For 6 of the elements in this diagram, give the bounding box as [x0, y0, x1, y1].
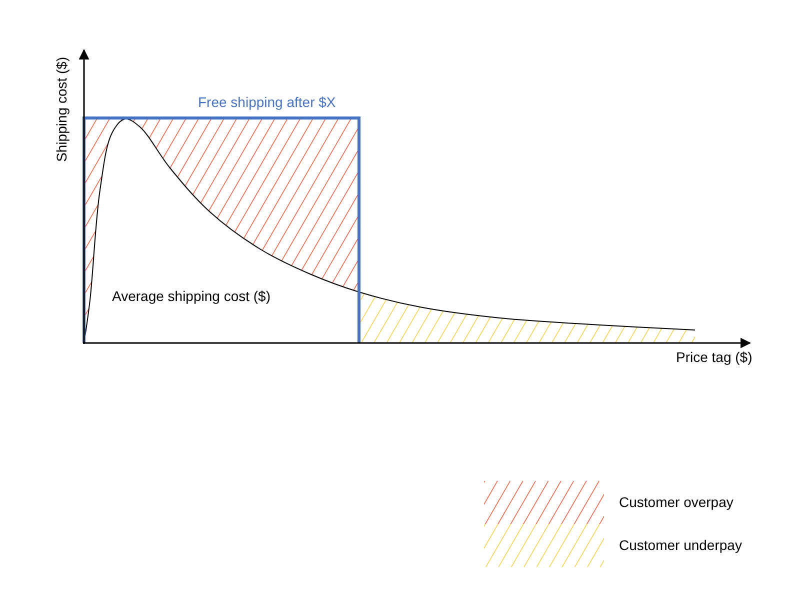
x-axis-title: Price tag ($) [676, 349, 752, 366]
threshold-label: Free shipping after $X [198, 94, 336, 111]
legend-label: Customer underpay [619, 537, 742, 554]
y-axis-title: Shipping cost ($) [54, 56, 70, 164]
legend-label: Customer overpay [619, 494, 734, 511]
curve-label: Average shipping cost ($) [112, 288, 270, 305]
